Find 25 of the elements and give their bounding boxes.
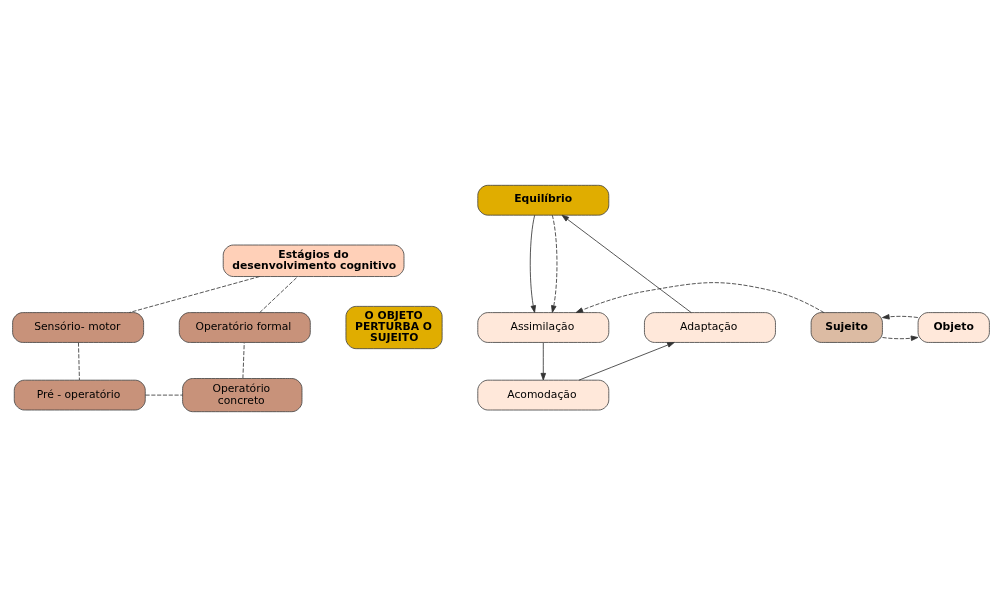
- connector: [78, 342, 80, 381]
- connector: [145, 394, 183, 396]
- node-box: Operatório concreto: [182, 378, 303, 413]
- connector: [129, 276, 260, 313]
- arrow: [540, 342, 547, 381]
- connector: [259, 276, 299, 313]
- node-box: Operatório formal: [178, 312, 311, 343]
- arrow: [578, 342, 675, 381]
- arrow: [882, 335, 919, 341]
- node-box: Sujeito: [810, 312, 883, 343]
- arrow: [529, 214, 536, 313]
- arrow: [882, 314, 919, 320]
- arrow: [561, 214, 692, 313]
- node-box: Objeto: [917, 312, 990, 343]
- node-box: Sensório- motor: [12, 312, 145, 343]
- arrow: [575, 282, 825, 313]
- node-box: O OBJETO PERTURBA O SUJEITO: [345, 305, 443, 350]
- node-box: Acomodação: [477, 379, 610, 411]
- node-box: Estágios do desenvolvimento cognitivo: [222, 244, 405, 277]
- node-box: Equilíbrio: [477, 184, 610, 216]
- arrow: [551, 214, 558, 313]
- node-box: Assimilação: [477, 312, 610, 343]
- node-box: Adaptação: [644, 312, 776, 343]
- connector: [242, 342, 245, 379]
- node-box: Pré - operatório: [13, 379, 146, 411]
